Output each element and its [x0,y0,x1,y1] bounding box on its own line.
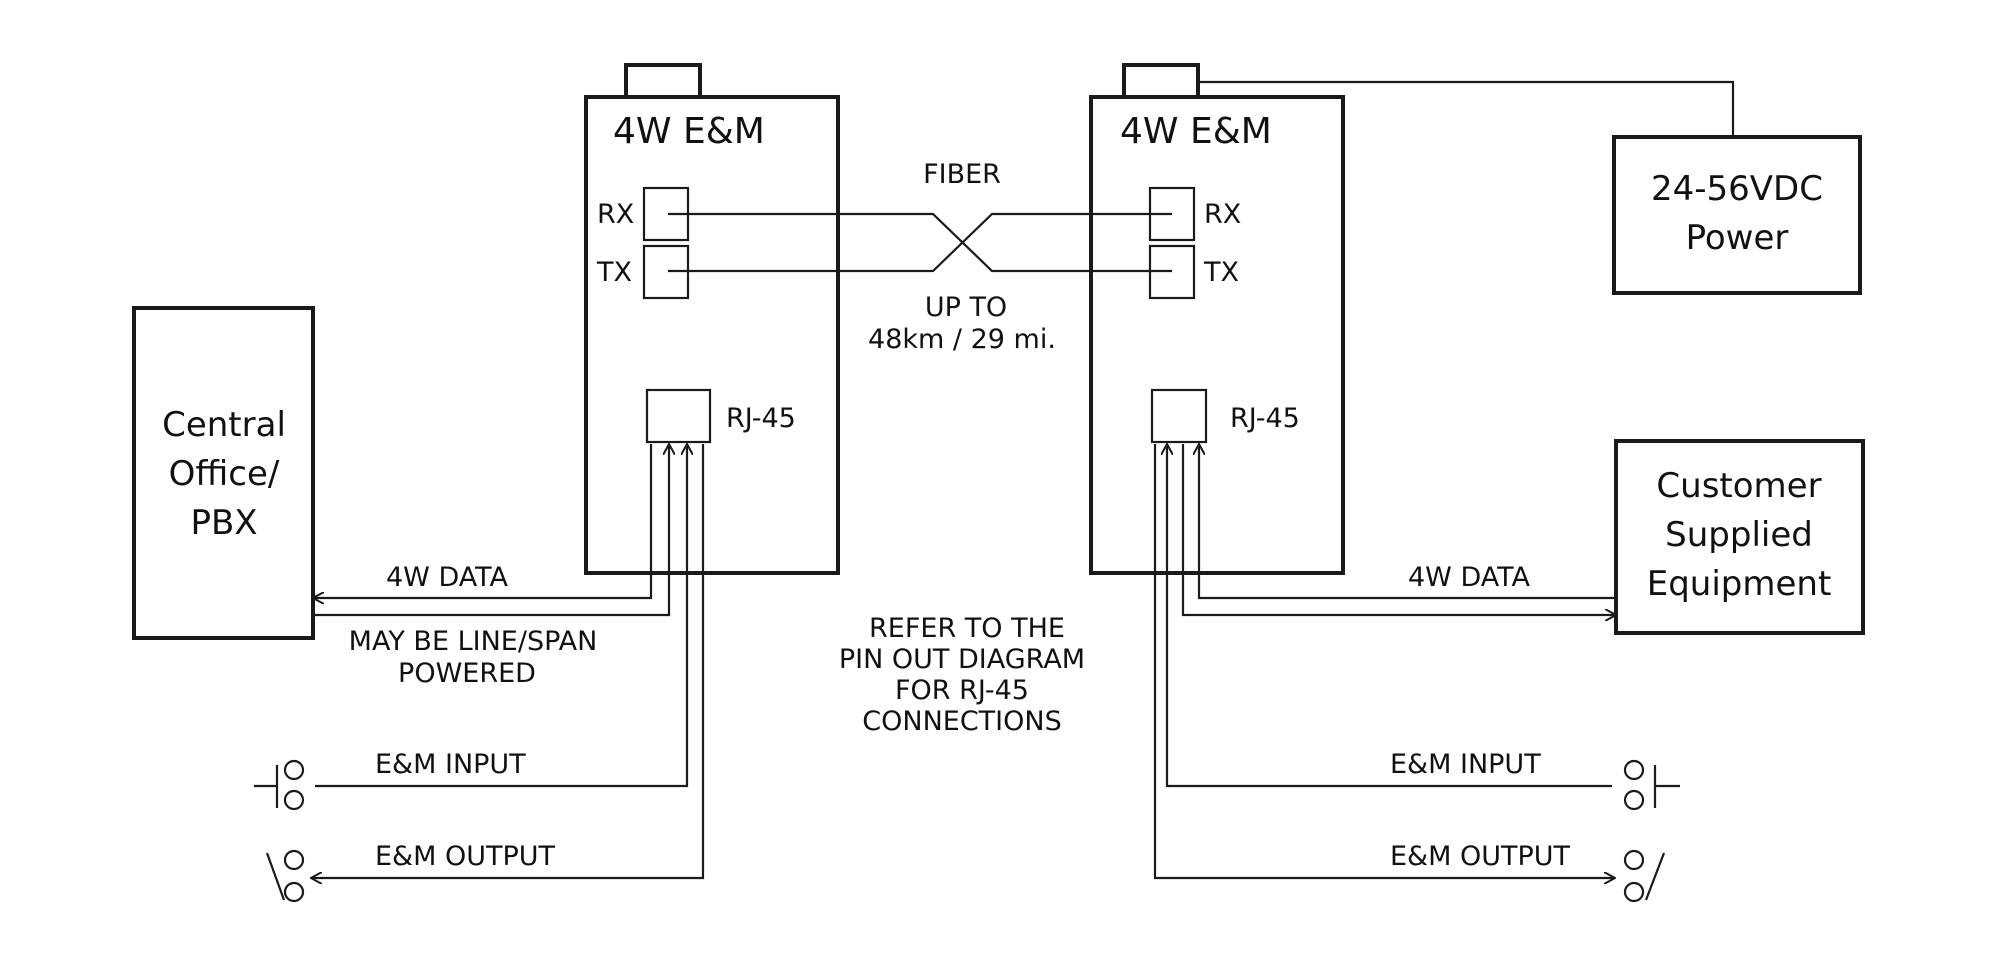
right-em-input-line [1167,444,1612,788]
right-wiring: 4W DATA E&M INPUT E&M OUTPUT [1153,444,1616,878]
power-supply-line2: Power [1686,218,1789,258]
power-supply-box [1612,135,1862,295]
left-em-input-label: E&M INPUT [375,749,526,780]
central-office-pbx: Central Office/ PBX [132,306,315,640]
right-em-output-label: E&M OUTPUT [1390,841,1571,872]
right-rj45-label: RJ-45 [1230,403,1300,434]
right-rj45-port [1150,388,1208,444]
left-em-input-line [315,444,687,788]
left-unit-title: 4W E&M [613,111,765,152]
power-cable [1198,80,1735,137]
fiber-label: FIBER [923,159,1001,190]
left-unit-top-connector [624,63,702,99]
pinout-note-line4: CONNECTIONS [862,706,1061,737]
right-em-output-line [1153,444,1615,878]
left-rx-label: RX [597,199,634,230]
right-unit-title: 4W E&M [1120,111,1272,152]
left-unit-body [584,95,840,575]
left-rj45-port [645,388,712,444]
central-office-line2: Office/ [169,454,280,494]
pinout-note-line1: REFER TO THE [869,613,1065,644]
left-wiring: 4W DATA MAY BE LINE/SPAN POWERED E&M INP… [311,444,705,878]
right-unit: 4W E&M RX TX RJ-45 [1089,63,1345,575]
fiber-link: FIBER UP TO 48km / 29 mi. [668,159,1172,355]
customer-equipment-box [1614,439,1865,635]
left-em-output-switch-icon [265,849,305,903]
right-unit-top-connector [1122,63,1200,99]
left-data-line-upper [313,444,653,598]
left-power-note-line1: MAY BE LINE/SPAN [349,626,598,657]
customer-equipment-line1: Customer [1656,466,1821,506]
right-unit-body [1089,95,1345,575]
right-data-line-lower [1181,444,1616,615]
central-office-line3: PBX [190,503,257,543]
left-em-input-switch-icon [254,759,305,811]
central-office-box [132,306,315,640]
power-supply-line1: 24-56VDC [1651,169,1823,209]
left-em-output-line [311,444,705,878]
customer-equipment: Customer Supplied Equipment [1614,439,1865,635]
central-office-line1: Central [162,405,286,445]
pinout-note-line2: PIN OUT DIAGRAM [839,644,1085,675]
pinout-note: REFER TO THE PIN OUT DIAGRAM FOR RJ-45 C… [839,613,1085,737]
fiber-strand-a [668,212,1172,273]
right-em-output-switch-icon [1623,849,1666,903]
right-data-line-upper [1199,444,1616,600]
power-supply: 24-56VDC Power [1198,80,1862,295]
left-data-label: 4W DATA [386,562,509,593]
right-data-label: 4W DATA [1408,562,1531,593]
right-rx-label: RX [1204,199,1241,230]
right-em-input-label: E&M INPUT [1390,749,1541,780]
left-tx-label: TX [596,257,632,288]
right-em-input-switch-icon [1623,759,1680,811]
fiber-strand-b [668,212,1172,273]
left-unit: 4W E&M RX TX RJ-45 [584,63,840,575]
right-tx-label: TX [1203,257,1239,288]
fiber-distance-line2: 48km / 29 mi. [868,324,1056,355]
left-power-note-line2: POWERED [398,658,536,689]
pinout-note-line3: FOR RJ-45 [895,675,1029,706]
left-em-output-label: E&M OUTPUT [375,841,556,872]
customer-equipment-line3: Equipment [1647,564,1832,604]
left-rj45-label: RJ-45 [726,403,796,434]
customer-equipment-line2: Supplied [1665,515,1813,555]
fiber-distance-line1: UP TO [925,292,1007,323]
left-data-line-lower [313,444,669,617]
